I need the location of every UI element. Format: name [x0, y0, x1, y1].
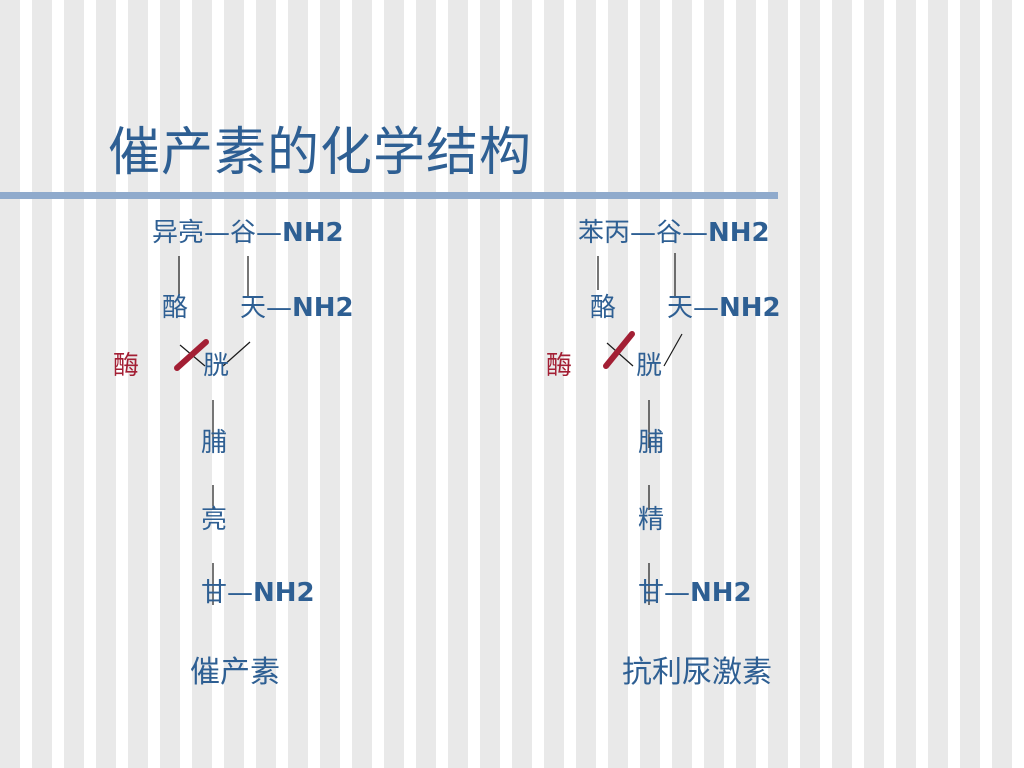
- residue-label: 异亮: [152, 218, 205, 248]
- row1-chain-left: 异亮—谷—NH2: [152, 218, 344, 248]
- residue-label: 脯: [201, 428, 228, 458]
- cleavage-mark: [174, 339, 209, 371]
- residue-label: 精: [638, 505, 665, 535]
- cleavage-mark: [603, 331, 635, 369]
- enzyme-label: 酶: [113, 351, 140, 381]
- row2-chain-left: 天—NH2: [240, 293, 354, 323]
- amide-label: NH2: [282, 218, 344, 248]
- residue-label: 天: [240, 293, 267, 323]
- row1-chain-right: 苯丙—谷—NH2: [578, 218, 770, 248]
- residue-label: 脯: [638, 428, 665, 458]
- terminal-chain-right: 甘—NH2: [638, 578, 752, 608]
- residue-label: 胱: [203, 351, 230, 381]
- residue-label: 酪: [590, 293, 617, 323]
- residue-label: 酪: [162, 293, 189, 323]
- residue-label: 天: [667, 293, 694, 323]
- amide-label: NH2: [292, 293, 354, 323]
- title-underline: [0, 192, 778, 199]
- bond-line: [222, 341, 251, 367]
- row2-chain-right: 天—NH2: [667, 293, 781, 323]
- residue-label: 谷: [656, 218, 683, 248]
- structure-name: 抗利尿激素: [622, 655, 772, 690]
- bond-line: [663, 333, 683, 367]
- amide-label: NH2: [253, 578, 315, 608]
- residue-label: 谷: [230, 218, 257, 248]
- structure-name: 催产素: [190, 655, 280, 690]
- residue-label: 亮: [201, 505, 228, 535]
- enzyme-label: 酶: [546, 351, 573, 381]
- residue-label: 苯丙: [578, 218, 631, 248]
- residue-label: 甘: [638, 578, 665, 608]
- amide-label: NH2: [708, 218, 770, 248]
- bond-line: [606, 342, 634, 367]
- residue-label: 胱: [636, 351, 663, 381]
- page-title: 催产素的化学结构: [108, 123, 533, 183]
- residue-label: 甘: [201, 578, 228, 608]
- terminal-chain-left: 甘—NH2: [201, 578, 315, 608]
- amide-label: NH2: [690, 578, 752, 608]
- amide-label: NH2: [719, 293, 781, 323]
